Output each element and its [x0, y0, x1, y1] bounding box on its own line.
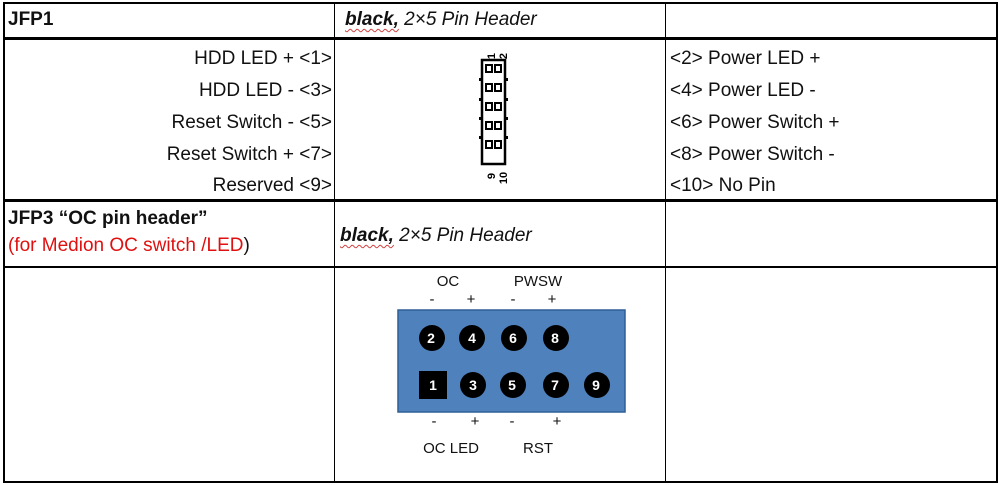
- table-col-divider-2: [665, 2, 666, 483]
- jfp3-bottom-sign: +: [471, 413, 480, 430]
- jfp3-subtitle-open: (: [8, 235, 15, 256]
- table-row-divider-3: [3, 266, 998, 268]
- jfp1-right-pin: <10> No Pin: [670, 175, 776, 196]
- jfp3-bottom-sign: -: [510, 413, 515, 430]
- table-border-bottom: [3, 481, 998, 483]
- jfp3-top-sign: +: [467, 291, 476, 308]
- jfp3-header-type: black, 2×5 Pin Header: [340, 225, 532, 247]
- jfp1-header-desc: 2×5 Pin Header: [404, 9, 537, 30]
- jfp3-pin-diagram: OC PWSW - + - + 2 4 6 8 1 3 5 7 9 - + - …: [397, 273, 626, 457]
- jfp3-header-desc: 2×5 Pin Header: [399, 225, 532, 246]
- jfp3-pin-label: 9: [592, 377, 600, 393]
- jfp3-top-sign: +: [548, 291, 557, 308]
- jfp3-title: JFP3 “OC pin header”: [8, 208, 208, 229]
- jfp1-header-type: black, 2×5 Pin Header: [345, 9, 537, 31]
- jfp3-bottom-sign: -: [432, 413, 437, 430]
- jfp3-top-pin-row: [419, 325, 569, 351]
- jfp1-pin-diagram: 1 2 9 10: [479, 53, 510, 184]
- jfp3-bottom-pin-row: [419, 371, 610, 399]
- jfp3-group-label-oc: OC: [437, 273, 460, 290]
- jfp1-left-pin: Reset Switch + <7>: [166, 144, 332, 165]
- jfp3-top-sign: -: [511, 291, 516, 308]
- jfp1-left-pin: Reserved <9>: [212, 175, 332, 196]
- jfp1-diagram-label-top: 1: [486, 53, 498, 59]
- jfp3-pin-label: 4: [468, 330, 476, 346]
- jfp3-pin-label: 1: [429, 377, 437, 393]
- table-col-divider-1: [334, 2, 335, 483]
- jfp1-right-pin: <2> Power LED +: [670, 48, 821, 69]
- jfp1-left-pin: HDD LED + <1>: [194, 48, 332, 69]
- jfp1-diagram-label-top: 2: [498, 53, 510, 59]
- jfp3-pin-label: 6: [509, 330, 517, 346]
- jfp1-left-pin: HDD LED - <3>: [198, 80, 332, 101]
- table-border-left: [3, 2, 5, 483]
- jfp1-right-pin: <6> Power Switch +: [670, 112, 840, 133]
- table-row-divider-1: [3, 37, 998, 40]
- jfp3-pin-label: 2: [427, 330, 435, 346]
- jfp1-color-word: black,: [345, 9, 399, 30]
- jfp3-top-sign: -: [430, 291, 435, 308]
- jfp1-left-pin: Reset Switch - <5>: [171, 112, 332, 133]
- table-border-top: [3, 2, 998, 4]
- jfp3-group-label-oc-led: OC LED: [423, 440, 479, 457]
- jfp3-color-word: black,: [340, 225, 394, 246]
- jfp3-subtitle: (for Medion OC switch /LED): [8, 235, 250, 257]
- jfp3-subtitle-text: for Medion OC switch /LED: [14, 235, 244, 256]
- jfp1-title: JFP1: [8, 9, 54, 30]
- jfp3-pin-label: 3: [469, 377, 477, 393]
- jfp3-bottom-sign: +: [553, 413, 562, 430]
- jfp3-group-label-rst: RST: [523, 440, 553, 457]
- jfp3-pin-label: 8: [551, 330, 559, 346]
- jfp1-right-pin: <8> Power Switch -: [670, 144, 835, 165]
- jfp3-pin-label: 7: [551, 377, 559, 393]
- table-border-right: [996, 2, 998, 483]
- jfp3-group-label-pwsw: PWSW: [514, 273, 563, 290]
- jfp1-diagram-label-bottom: 9: [486, 173, 498, 179]
- jfp1-diagram-label-bottom: 10: [498, 172, 510, 184]
- jfp3-subtitle-close: ): [243, 235, 250, 256]
- jfp3-title-cell: JFP3 “OC pin header” (for Medion OC swit…: [8, 208, 250, 257]
- table-row-divider-2: [3, 199, 998, 202]
- jfp1-right-pin: <4> Power LED -: [670, 80, 816, 101]
- jfp3-pin-label: 5: [508, 377, 516, 393]
